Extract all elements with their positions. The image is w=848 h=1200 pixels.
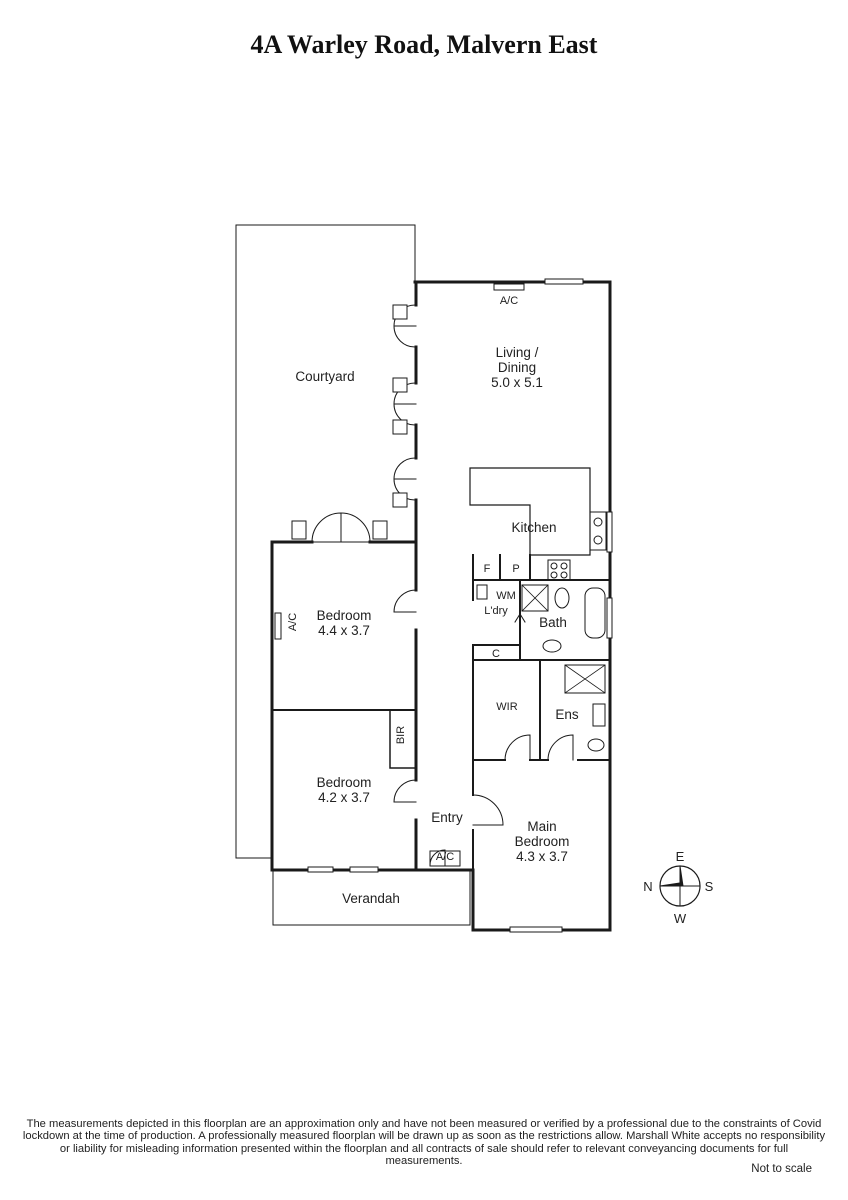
verandah-outline [272, 869, 471, 926]
compass-e: E [676, 849, 685, 864]
compass-n: N [643, 879, 652, 894]
label-bedroom-1: Bedroom [317, 608, 372, 623]
disclaimer-text: The measurements depicted in this floorp… [22, 1118, 826, 1168]
cooktop [547, 559, 571, 581]
label-wm: WM [496, 590, 516, 602]
label-laundry: L'dry [484, 605, 508, 617]
label-fridge: F [484, 563, 491, 575]
label-entry: Entry [431, 810, 463, 825]
label-main-bedroom: Main [527, 819, 556, 834]
label-courtyard: Courtyard [295, 369, 354, 384]
compass [659, 865, 701, 907]
scale-note: Not to scale [751, 1163, 812, 1175]
label-wir: WIR [496, 701, 517, 713]
label-cupboard: C [492, 648, 500, 660]
label-dining: Dining [498, 360, 536, 375]
kitchen-sink [589, 511, 607, 551]
label-kitchen: Kitchen [511, 520, 556, 535]
label-pantry: P [512, 563, 519, 575]
label-living: Living / [496, 345, 539, 360]
windows [274, 278, 613, 933]
label-ac-living: A/C [500, 295, 518, 307]
interior-walls [271, 554, 611, 871]
label-ensuite: Ens [555, 707, 579, 722]
label-ac-entry: A/C [436, 851, 454, 863]
label-bir: BIR [395, 726, 407, 744]
label-living-dims: 5.0 x 5.1 [491, 375, 543, 390]
label-bedroom-2-dims: 4.2 x 3.7 [318, 790, 370, 805]
label-main-bedroom-dims: 4.3 x 3.7 [516, 849, 568, 864]
label-ac-bedroom: A/C [287, 613, 299, 631]
kitchen-bench [469, 467, 591, 556]
label-bedroom-2: Bedroom [317, 775, 372, 790]
label-main-bedroom-2: Bedroom [515, 834, 570, 849]
courtyard-outline [235, 224, 416, 859]
label-verandah: Verandah [342, 891, 400, 906]
compass-s: S [705, 879, 714, 894]
page-title: 4A Warley Road, Malvern East [250, 30, 598, 59]
label-bath: Bath [539, 615, 567, 630]
compass-w: W [674, 911, 687, 926]
doors [311, 304, 574, 866]
label-bedroom-1-dims: 4.4 x 3.7 [318, 623, 370, 638]
